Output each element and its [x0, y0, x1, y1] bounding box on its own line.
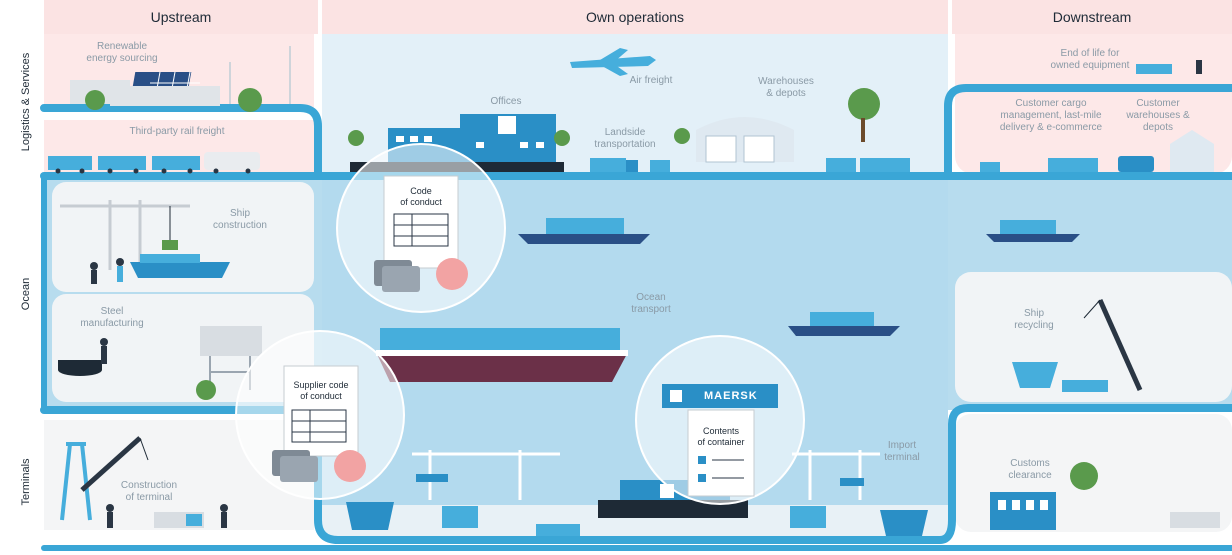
downstream-ship — [986, 220, 1080, 242]
header-own-operations: Own operations — [322, 0, 948, 34]
renewable-illustration — [70, 46, 291, 112]
downstream-cargo — [980, 130, 1214, 172]
steel-illustration — [58, 326, 262, 400]
callout-supplier-code — [235, 330, 405, 500]
maersk-brand: MAERSK — [704, 390, 758, 402]
customs-building — [990, 462, 1220, 530]
shipyard-crane — [60, 200, 230, 284]
row-label-logistics: Logistics & Services — [20, 52, 32, 152]
label-rail: Third-party rail freight — [129, 126, 225, 137]
downstream-cargo-panel — [955, 86, 1232, 174]
label-ship-construction: Ship construction — [213, 208, 267, 231]
label-warehouses: Warehouses & depots — [758, 76, 814, 99]
ship-3 — [788, 312, 900, 336]
label-offices: Offices — [490, 96, 522, 107]
label-construction-terminal: Construction of terminal — [120, 480, 178, 503]
callout-code-of-conduct-title: Code of conduct — [400, 186, 442, 207]
terminal-cranes — [412, 450, 880, 500]
label-renewable: Renewable energy sourcing — [86, 41, 158, 64]
downstream-eol — [1136, 60, 1202, 74]
header-upstream: Upstream — [44, 0, 318, 34]
label-customer-warehouses: Customer warehouses & depots — [1126, 98, 1190, 133]
label-import-terminal: Import terminal — [884, 440, 920, 463]
label-end-of-life: End of life for owned equipment — [1050, 48, 1130, 71]
header-downstream: Downstream — [952, 0, 1232, 34]
callout-supplier-code-title: Supplier code of conduct — [293, 380, 349, 401]
rail-train — [48, 152, 260, 174]
recycling-crane — [1012, 298, 1143, 392]
landside-trucks — [590, 158, 910, 172]
row-label-terminals: Terminals — [20, 458, 32, 506]
row-label-ocean: Ocean — [20, 277, 32, 311]
label-air-freight: Air freight — [629, 75, 673, 86]
ship-1 — [518, 218, 650, 244]
terminal-ships — [346, 502, 928, 536]
label-customs: Customs clearance — [1008, 458, 1052, 481]
callout-code-of-conduct — [336, 143, 506, 313]
label-ship-recycling: Ship recycling — [1014, 308, 1054, 331]
label-customer-cargo: Customer cargo management, last-mile del… — [999, 98, 1103, 133]
label-ocean-transport: Ocean transport — [631, 292, 671, 315]
ship-2-large — [376, 328, 628, 382]
callout-contents-title: Contents of container — [697, 426, 745, 447]
label-landside: Landside transportation — [594, 127, 656, 150]
airplane — [570, 48, 656, 76]
callout-contents — [635, 335, 805, 505]
warehouse — [674, 88, 880, 163]
label-steel: Steel manufacturing — [80, 306, 144, 329]
terminal-construction-crane — [60, 436, 228, 528]
